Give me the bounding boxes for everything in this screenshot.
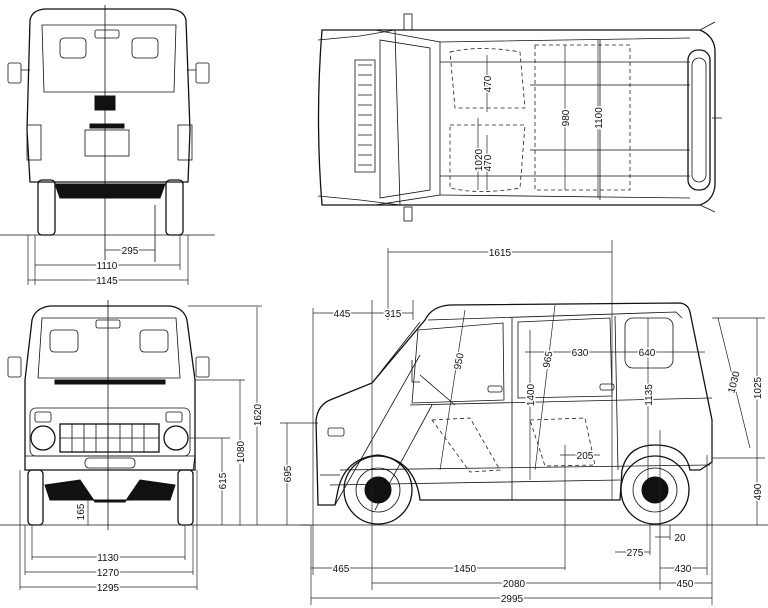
dim-965: 965 [542, 350, 556, 369]
dim-490: 490 [753, 483, 764, 500]
dim-1025: 1025 [753, 376, 764, 399]
dim-1270: 1270 [97, 568, 120, 579]
rear-view [0, 5, 215, 285]
dim-1135: 1135 [644, 384, 655, 406]
side-dimensions: 1615 445 315 950 965 630 640 1400 1135 1… [282, 247, 766, 607]
dim-1020: 1020 [474, 148, 485, 171]
dim-205: 205 [577, 451, 594, 462]
dim-980: 980 [561, 109, 572, 126]
dim-615: 615 [218, 472, 229, 489]
dim-295: 295 [122, 246, 139, 257]
top-view [317, 13, 722, 222]
dim-1110: 1110 [97, 261, 118, 272]
dim-470-rear: 470 [483, 154, 494, 171]
dim-1615: 1615 [489, 248, 512, 259]
dim-1145: 1145 [96, 276, 118, 287]
dim-695: 695 [283, 465, 294, 482]
dim-1400: 1400 [526, 383, 537, 406]
dim-1080: 1080 [236, 440, 247, 463]
dim-165: 165 [76, 503, 87, 520]
front-dimensions: 1620 1080 615 165 1130 1270 1295 [20, 307, 266, 596]
dim-20: 20 [674, 533, 686, 544]
dim-630: 630 [572, 348, 589, 359]
dim-450: 450 [677, 579, 694, 590]
dim-1100: 1100 [594, 107, 605, 129]
dim-1030: 1030 [727, 370, 743, 395]
dim-1130: 1130 [97, 553, 119, 564]
dim-1450: 1450 [454, 564, 477, 575]
dim-950: 950 [452, 352, 466, 371]
side-view [280, 240, 768, 605]
front-view [0, 300, 310, 590]
dim-2080: 2080 [503, 579, 526, 590]
dim-430: 430 [675, 564, 692, 575]
dim-315: 315 [385, 309, 402, 320]
dim-465: 465 [333, 564, 350, 575]
dim-470-front: 470 [483, 75, 494, 92]
dim-275: 275 [627, 548, 644, 559]
top-dimensions: 470 1020 470 980 1100 [473, 40, 607, 198]
dim-1620: 1620 [253, 403, 264, 426]
rear-dimensions: 295 1110 1145 [28, 245, 188, 289]
dim-640: 640 [639, 348, 656, 359]
dim-445: 445 [334, 309, 351, 320]
dim-2995: 2995 [501, 594, 524, 605]
dim-1295: 1295 [97, 583, 120, 594]
